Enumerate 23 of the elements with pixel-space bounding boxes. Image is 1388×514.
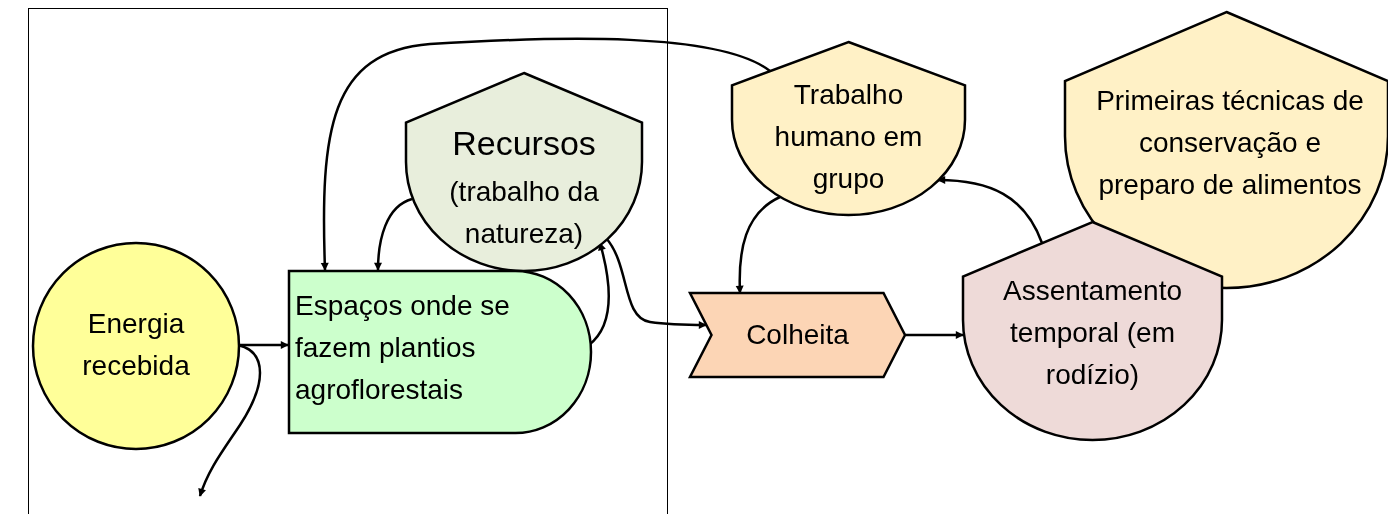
human-work-shield [732,42,965,215]
resource-shield [406,73,642,271]
node-label: Primeiras técnicas de conservação e preparo de alimentos [1095,84,1365,202]
node-label: (trabalho da natureza) [448,175,600,251]
node-label: Espaços onde se fazem plantios agroflorestais [295,289,511,407]
planting-space-shape [289,271,591,433]
settlement-shield [963,222,1222,440]
harvest-chevron [690,293,905,377]
arrow [937,176,1044,244]
node-label: Energia recebida [81,307,191,383]
energy-circle [33,243,239,449]
arrow [198,343,262,497]
node-label: Assentamento temporal (em rodízio) [1002,274,1183,392]
arrow [238,341,289,349]
arrow [735,195,781,294]
system-boundary-frame [28,8,668,514]
arrow [320,37,771,271]
arrow [905,331,964,339]
node-label: Trabalho humano em grupo [773,78,924,196]
arrow [605,237,707,329]
node-heading: Recursos [451,123,597,164]
arrow [374,197,413,271]
node-label: Colheita [745,318,850,352]
